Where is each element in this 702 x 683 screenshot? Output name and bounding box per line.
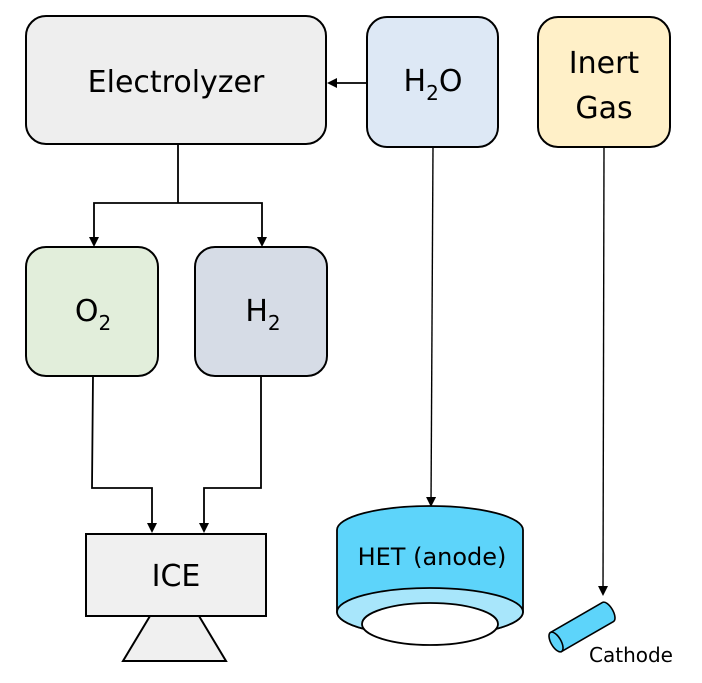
inert-gas-box (537, 16, 671, 148)
water-label: H2O (404, 64, 463, 105)
ice-label: ICE (152, 559, 201, 594)
water-node[interactable]: H2O (366, 16, 499, 148)
oxygen-node[interactable]: O2 (25, 246, 159, 377)
edge-oxygen-to-ice (91, 375, 157, 533)
ice-box (85, 533, 267, 617)
inert-gas-label-line2: Gas (575, 91, 632, 126)
cathode-node[interactable]: Cathode (546, 600, 673, 667)
hydrogen-box (194, 246, 328, 377)
het-hole (361, 602, 499, 646)
edge-electrolyzer-to-hydrogen (178, 202, 267, 247)
cathode-label: Cathode (589, 643, 673, 667)
hydrogen-label: H2 (245, 294, 280, 335)
hydrogen-node[interactable]: H2 (194, 246, 328, 377)
ice-node[interactable]: ICE (85, 533, 267, 662)
het-label: HET (anode) (358, 543, 507, 571)
water-box (366, 16, 499, 148)
inert-gas-node[interactable]: Inert Gas (537, 16, 671, 148)
electrolyzer-node[interactable]: Electrolyzer (25, 15, 327, 145)
oxygen-label: O2 (75, 294, 111, 335)
ice-nozzle-icon (121, 615, 228, 662)
edge-electrolyzer-to-oxygen (89, 202, 178, 247)
cathode-cylinder-icon (548, 601, 616, 653)
edges (89, 78, 609, 596)
electrolyzer-label: Electrolyzer (88, 65, 265, 100)
het-anode-node[interactable]: HET (anode) (336, 505, 524, 646)
electrolyzer-box (25, 15, 327, 145)
edge-inert-gas-to-cathode (598, 146, 609, 596)
inert-gas-label-line1: Inert (569, 46, 640, 81)
edge-water-to-het (426, 146, 437, 507)
oxygen-box (25, 246, 159, 377)
edge-hydrogen-to-ice (199, 376, 262, 533)
